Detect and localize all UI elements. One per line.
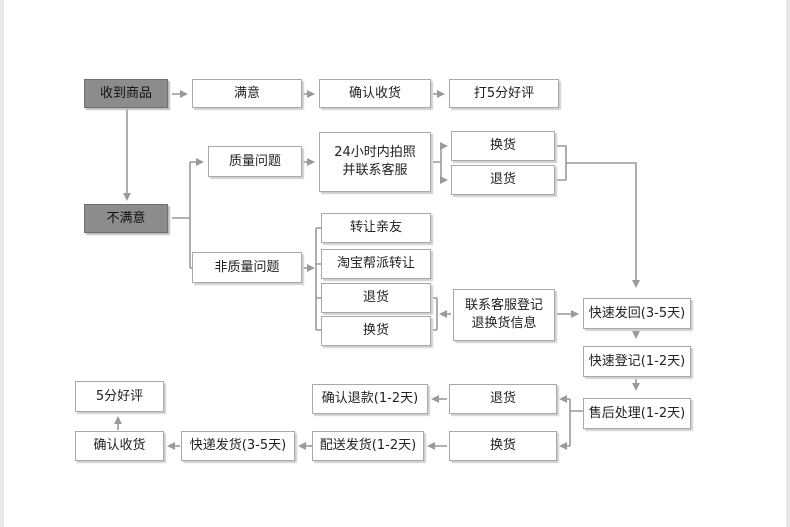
node-rate-5-top-label: 打5分好评 [473, 85, 535, 101]
node-confirm-receipt-top-label: 确认收货 [348, 85, 401, 101]
node-taobao-dispatch-label: 淘宝帮派转让 [336, 256, 415, 272]
node-satisfied: 满意 [192, 79, 302, 108]
node-express-ship-label: 快递发货(3-5天) [189, 438, 287, 454]
node-confirm-refund: 确认退款(1-2天) [312, 384, 428, 414]
node-not-satisfied: 不满意 [84, 204, 168, 233]
node-quality-issue: 质量问题 [208, 146, 302, 177]
node-exchange-quality-label: 换货 [489, 138, 516, 154]
node-ship-delivery: 配送发货(1-2天) [312, 431, 424, 461]
node-exchange-non-quality: 换货 [321, 316, 431, 346]
node-transfer-friend: 转让亲友 [321, 213, 431, 243]
node-return-quality-label: 退货 [489, 172, 516, 188]
node-exchange-non-quality-label: 换货 [362, 323, 389, 339]
node-express-register-label: 快速登记(1-2天) [588, 353, 686, 369]
node-confirm-receipt-bottom-label: 确认收货 [93, 438, 146, 454]
bracket-nonquality [315, 227, 321, 331]
node-rate-5-bottom: 5分好评 [75, 381, 164, 412]
node-received: 收到商品 [84, 79, 168, 108]
node-exchange-final-label: 换货 [489, 438, 516, 454]
node-express-return-label: 快速发回(3-5天) [588, 305, 686, 321]
right-edge-strip [786, 0, 790, 527]
node-return-final-label: 退货 [489, 391, 516, 407]
node-express-ship: 快递发货(3-5天) [181, 431, 295, 461]
node-confirm-refund-label: 确认退款(1-2天) [321, 391, 419, 407]
node-exchange-final: 换货 [449, 431, 557, 461]
node-after-sales: 售后处理(1-2天) [583, 398, 691, 429]
node-non-quality-issue-label: 非质量问题 [214, 259, 280, 275]
node-return-non-quality-label: 退货 [362, 290, 389, 306]
node-confirm-receipt-top: 确认收货 [319, 79, 431, 108]
bracket-aftersales [569, 399, 583, 446]
node-return-non-quality: 退货 [321, 283, 431, 313]
node-contact-24h: 24小时内拍照 并联系客服 [319, 132, 431, 192]
node-return-final: 退货 [449, 384, 557, 414]
node-register-info-label: 联系客服登记 退换货信息 [464, 298, 543, 331]
node-rate-5-top: 打5分好评 [449, 79, 559, 108]
node-confirm-receipt-bottom: 确认收货 [75, 431, 164, 461]
node-transfer-friend-label: 转让亲友 [349, 220, 402, 236]
bracket-register [433, 297, 438, 331]
node-ship-delivery-label: 配送发货(1-2天) [319, 438, 417, 454]
left-edge-strip [0, 0, 4, 527]
node-taobao-dispatch: 淘宝帮派转让 [321, 249, 431, 279]
node-quality-issue-label: 质量问题 [228, 153, 281, 169]
node-satisfied-label: 满意 [233, 85, 260, 101]
node-express-register: 快速登记(1-2天) [583, 346, 691, 377]
node-rate-5-bottom-label: 5分好评 [95, 388, 144, 404]
route-to-express-return [557, 145, 636, 286]
node-exchange-quality: 换货 [451, 131, 555, 161]
node-contact-24h-label: 24小时内拍照 并联系客服 [334, 145, 416, 178]
bracket-contact [433, 146, 442, 180]
node-after-sales-label: 售后处理(1-2天) [588, 405, 686, 421]
node-received-label: 收到商品 [99, 85, 152, 101]
node-register-info: 联系客服登记 退换货信息 [453, 289, 555, 341]
node-non-quality-issue: 非质量问题 [192, 252, 302, 283]
node-return-quality: 退货 [451, 165, 555, 195]
node-express-return: 快速发回(3-5天) [583, 298, 691, 329]
node-not-satisfied-label: 不满意 [106, 210, 146, 226]
